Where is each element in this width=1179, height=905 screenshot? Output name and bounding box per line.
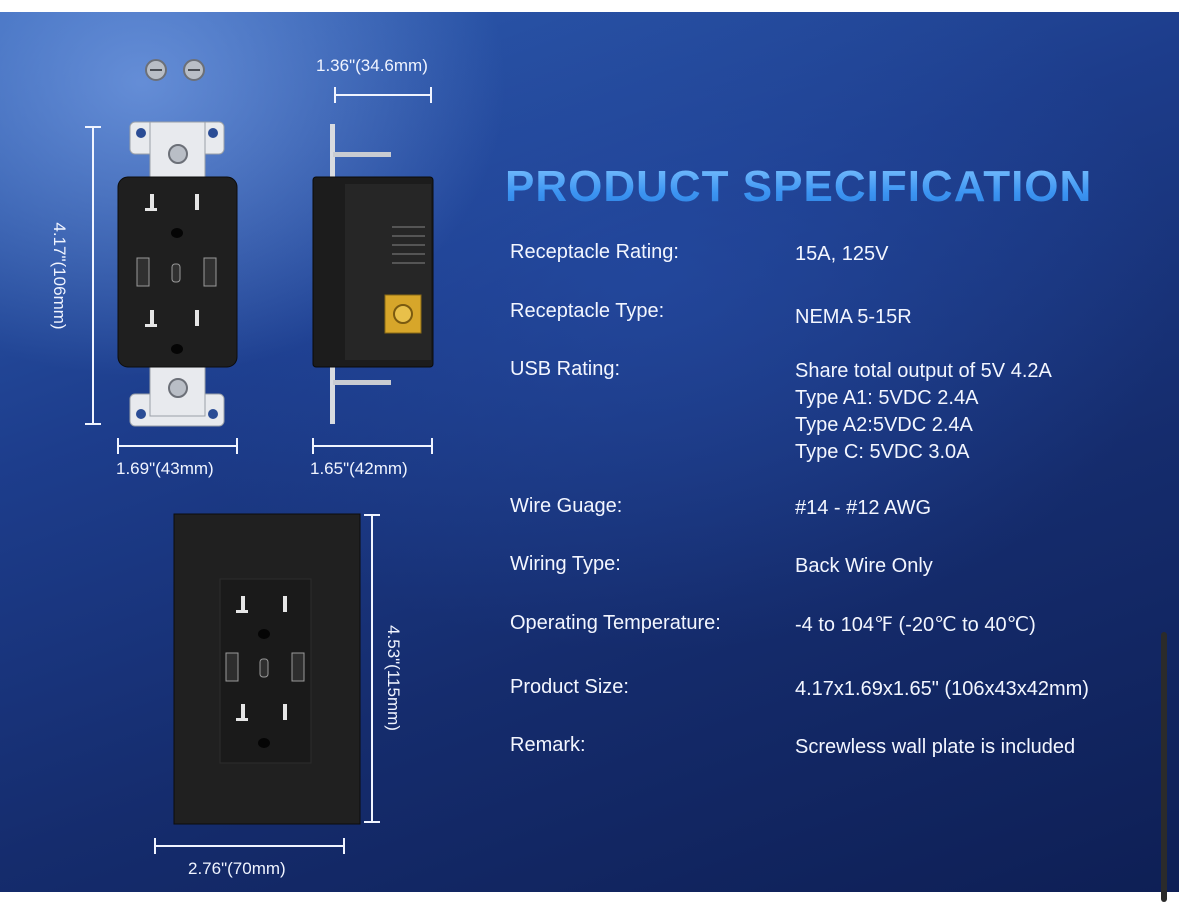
spec-label: Product Size: [510,676,629,698]
dimension-lines [85,87,433,854]
spec-value: -4 to 104℉ (-20℃ to 40℃) [795,614,1036,636]
wall-plate-icon [173,513,361,825]
spec-value: Share total output of 5V 4.2A [795,360,1052,382]
spec-value: Back Wire Only [795,555,933,577]
scrollbar[interactable] [1161,632,1167,902]
plate-height-label: 4.53"(115mm) [384,625,403,731]
spec-label: Operating Temperature: [510,612,721,634]
spec-label: Remark: [510,734,586,756]
plate-width-label: 2.76"(70mm) [188,859,286,878]
spec-value: Type C: 5VDC 3.0A [795,441,970,463]
front-height-label: 4.17"(106mm) [50,222,69,330]
product-spec-panel: 1.36"(34.6mm) 1.69"(43mm) 1.65"(42mm) 2.… [0,12,1179,892]
spec-label: Receptacle Rating: [510,241,679,263]
product-illustrations [85,59,434,854]
spec-value: NEMA 5-15R [795,306,912,328]
spec-value: Screwless wall plate is included [795,736,1076,758]
spec-label: Wire Guage: [510,495,623,517]
screw-icon [145,59,205,81]
side-depth-label: 1.36"(34.6mm) [316,56,428,75]
spec-title: PRODUCT SPECIFICATION [505,162,1093,211]
front-width-label: 1.69"(43mm) [116,459,214,478]
receptacle-side-icon [312,124,434,424]
spec-value: #14 - #12 AWG [795,497,931,519]
side-width-label: 1.65"(42mm) [310,459,408,478]
spec-label: USB Rating: [510,358,621,380]
spec-value: Type A2:5VDC 2.4A [795,414,973,436]
spec-value: Type A1: 5VDC 2.4A [795,387,979,409]
spec-value: 15A, 125V [795,243,889,265]
spec-value: 4.17x1.69x1.65" (106x43x42mm) [795,678,1089,700]
spec-label: Receptacle Type: [510,300,665,322]
receptacle-front-icon [117,121,238,427]
spec-label: Wiring Type: [510,553,621,575]
